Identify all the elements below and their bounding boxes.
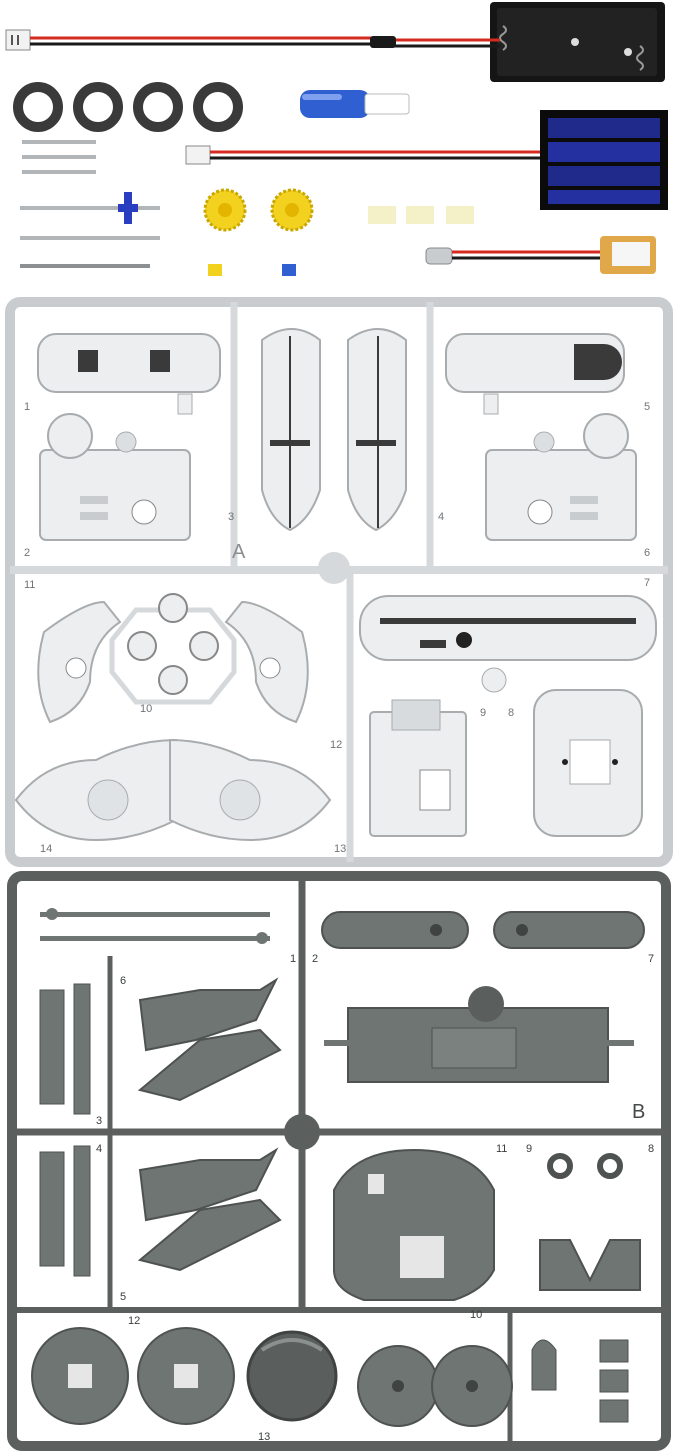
sprue-a-num-1: 1: [24, 401, 30, 413]
sprue-a-part-11: [37, 600, 309, 724]
sprue-a-num-2: 2: [24, 547, 30, 559]
sprue-b-claws: [531, 1339, 629, 1423]
sprue-b-num-13: 13: [258, 1431, 270, 1443]
sprue-a-num-12: 12: [330, 739, 342, 751]
sprue-a-num-8: 8: [508, 707, 514, 719]
solar-panel: [540, 110, 668, 210]
sprue-a-num-7: 7: [644, 577, 650, 589]
sprue-b-number-labels: 1 2 3 4 5 6 7 8 9 10 11 12 13: [96, 953, 654, 1443]
sprue-b-num-5: 5: [120, 1291, 126, 1303]
sprue-b-part-2: [321, 911, 645, 949]
sprue-b-part-11: [333, 1148, 495, 1301]
blue-motor-part: [300, 90, 410, 118]
sprue-a-part-14: [14, 738, 332, 842]
small-motor: [425, 236, 656, 274]
sprue-a-part-6: [485, 413, 637, 541]
loose-parts-area: [5, 2, 668, 276]
sprue-a-num-11: 11: [24, 579, 35, 591]
sprue-a-part-10: [109, 593, 237, 705]
sprue-a-part-7: [359, 595, 657, 693]
sprue-b-num-1: 1: [290, 953, 296, 965]
metal-rods: [20, 140, 160, 268]
sprue-b-num-3: 3: [96, 1115, 102, 1127]
sprue-b-part-5: [137, 1147, 282, 1272]
sprue-b-part-1: [40, 908, 270, 944]
battery-wire: [5, 29, 500, 51]
sprue-a-num-6: 6: [644, 547, 650, 559]
sprue-a-num-4: 4: [438, 511, 444, 523]
sprue-a-white: A 1 2 3 4 5 6 7 8 9 10 11 12 13 14: [5, 297, 673, 867]
sprue-b-part-6: [137, 977, 282, 1102]
battery-holder: [490, 2, 665, 82]
sprue-a-num-14: 14: [40, 843, 52, 855]
sprue-b-part-12: [31, 1327, 235, 1425]
sprue-b-part-3: [39, 983, 91, 1277]
sprue-b-letter: B: [632, 1101, 645, 1123]
solar-wire: [185, 145, 540, 165]
sprue-b-part-8: [539, 1153, 641, 1291]
sprue-a-part-8: [533, 689, 643, 837]
sprue-a-num-9: 9: [480, 707, 486, 719]
sprue-b-small-wheels: [357, 1345, 513, 1427]
sprue-a-letter: A: [232, 541, 246, 563]
sprue-b-num-7: 7: [648, 953, 654, 965]
sprue-a-part-3: [261, 328, 321, 532]
sprue-b-num-8: 8: [648, 1143, 654, 1155]
sprue-b-num-2: 2: [312, 953, 318, 965]
sprue-b-num-9: 9: [526, 1143, 532, 1155]
sprue-a-number-labels: 1 2 3 4 5 6 7 8 9 10 11 12 13 14: [24, 401, 650, 855]
sprue-a-num-3: 3: [228, 511, 234, 523]
sprue-b-num-4: 4: [96, 1143, 102, 1155]
sprue-b-num-12: 12: [128, 1315, 140, 1327]
sprue-a-part-5: [445, 333, 625, 415]
sprue-b-num-10: 10: [470, 1309, 482, 1321]
sprue-b-part-7: [324, 986, 634, 1083]
sprue-a-num-5: 5: [644, 401, 650, 413]
sprue-b-num-11: 11: [496, 1143, 507, 1155]
sprue-a-num-13: 13: [334, 843, 346, 855]
rubber-rings: [13, 82, 243, 132]
yellow-gears: [203, 188, 314, 276]
sprue-a-part-9: [369, 699, 467, 837]
sprue-a-part-2: [39, 413, 191, 541]
sprue-b-num-6: 6: [120, 975, 126, 987]
sprue-a-part-1: [37, 333, 221, 415]
sprue-a-part-4: [347, 328, 407, 532]
sprue-a-num-10: 10: [140, 703, 152, 715]
sprue-b-grey: B 1 2 3 4 5 6 7 8 9 10 11 12 13: [7, 871, 671, 1451]
sprue-b-part-13: [246, 1330, 338, 1422]
foam-stickers: [368, 206, 474, 224]
